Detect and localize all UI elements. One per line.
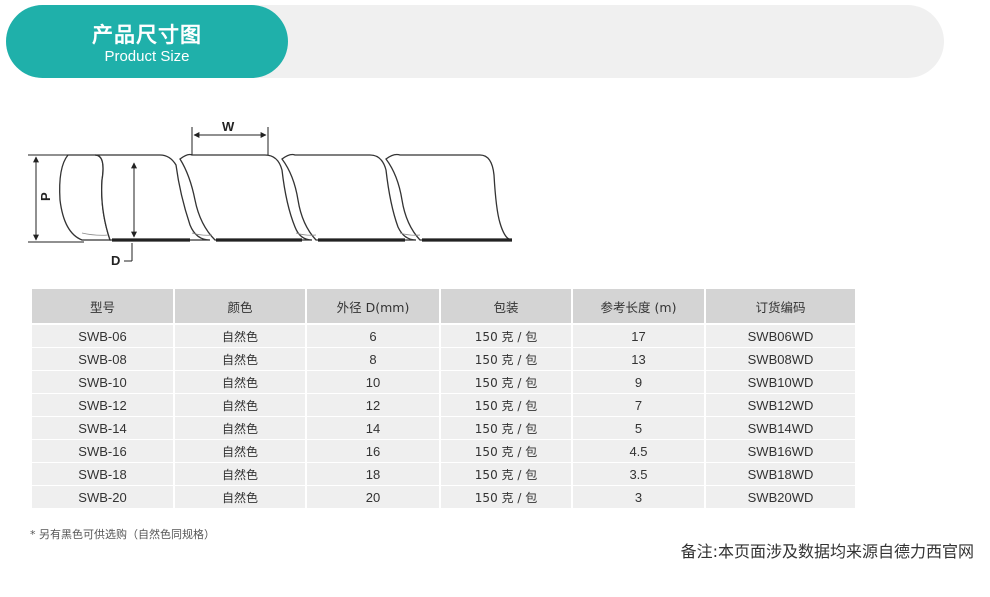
- spiral-coil-shapes: [59, 153, 513, 241]
- table-row: SWB-18 自然色 18 150 克 / 包 3.5 SWB18WD: [32, 463, 855, 486]
- cell-reference-length: 3: [573, 486, 704, 509]
- table-row: SWB-10 自然色 10 150 克 / 包 9 SWB10WD: [32, 371, 855, 394]
- cell-outer-diameter: 12: [307, 394, 439, 417]
- column-header-order-code: 订货编码: [706, 289, 855, 325]
- cell-outer-diameter: 10: [307, 371, 439, 394]
- cell-outer-diameter: 16: [307, 440, 439, 463]
- table-row: SWB-16 自然色 16 150 克 / 包 4.5 SWB16WD: [32, 440, 855, 463]
- cell-color: 自然色: [175, 440, 305, 463]
- cell-outer-diameter: 14: [307, 417, 439, 440]
- cell-reference-length: 4.5: [573, 440, 704, 463]
- cell-reference-length: 3.5: [573, 463, 704, 486]
- cell-packaging: 150 克 / 包: [441, 348, 571, 371]
- cell-packaging: 150 克 / 包: [441, 440, 571, 463]
- cell-order-code: SWB14WD: [706, 417, 855, 440]
- cell-packaging: 150 克 / 包: [441, 325, 571, 348]
- cell-order-code: SWB20WD: [706, 486, 855, 509]
- section-title-en: Product Size: [104, 48, 190, 65]
- cell-color: 自然色: [175, 394, 305, 417]
- cell-model: SWB-18: [32, 463, 173, 486]
- cell-model: SWB-16: [32, 440, 173, 463]
- column-header-color: 颜色: [175, 289, 305, 325]
- cell-packaging: 150 克 / 包: [441, 371, 571, 394]
- cell-reference-length: 13: [573, 348, 704, 371]
- cell-order-code: SWB16WD: [706, 440, 855, 463]
- cell-order-code: SWB10WD: [706, 371, 855, 394]
- column-header-model: 型号: [32, 289, 173, 325]
- cell-order-code: SWB18WD: [706, 463, 855, 486]
- column-header-packaging: 包装: [441, 289, 571, 325]
- cell-model: SWB-12: [32, 394, 173, 417]
- cell-reference-length: 5: [573, 417, 704, 440]
- dimension-d-label: D: [111, 253, 120, 268]
- dimension-p-label: P: [38, 192, 53, 201]
- cell-outer-diameter: 18: [307, 463, 439, 486]
- table-row: SWB-14 自然色 14 150 克 / 包 5 SWB14WD: [32, 417, 855, 440]
- dimension-w: [191, 127, 269, 155]
- cell-order-code: SWB08WD: [706, 348, 855, 371]
- cell-outer-diameter: 20: [307, 486, 439, 509]
- section-title-cn: 产品尺寸图: [92, 23, 202, 47]
- table-row: SWB-06 自然色 6 150 克 / 包 17 SWB06WD: [32, 325, 855, 348]
- cell-reference-length: 7: [573, 394, 704, 417]
- table-row: SWB-20 自然色 20 150 克 / 包 3 SWB20WD: [32, 486, 855, 509]
- section-title-badge: 产品尺寸图 Product Size: [6, 5, 288, 78]
- cell-model: SWB-10: [32, 371, 173, 394]
- cell-reference-length: 17: [573, 325, 704, 348]
- cell-order-code: SWB06WD: [706, 325, 855, 348]
- column-header-outer-diameter: 外径 D(mm): [307, 289, 439, 325]
- cell-reference-length: 9: [573, 371, 704, 394]
- cell-model: SWB-06: [32, 325, 173, 348]
- dimension-d: [124, 243, 133, 262]
- spiral-coil-shading: [81, 232, 421, 236]
- cell-color: 自然色: [175, 348, 305, 371]
- spiral-wrap-diagram: W P D: [28, 119, 513, 268]
- table-header-row: 型号 颜色 外径 D(mm) 包装 参考长度 (m) 订货编码: [32, 289, 855, 325]
- cell-packaging: 150 克 / 包: [441, 486, 571, 509]
- product-spec-table: 型号 颜色 外径 D(mm) 包装 参考长度 (m) 订货编码 SWB-06 自…: [30, 289, 857, 509]
- dimension-p: [28, 154, 137, 243]
- cell-color: 自然色: [175, 325, 305, 348]
- dimension-w-label: W: [222, 119, 235, 134]
- cell-outer-diameter: 8: [307, 348, 439, 371]
- cell-packaging: 150 克 / 包: [441, 417, 571, 440]
- table-row: SWB-08 自然色 8 150 克 / 包 13 SWB08WD: [32, 348, 855, 371]
- cell-outer-diameter: 6: [307, 325, 439, 348]
- cell-color: 自然色: [175, 371, 305, 394]
- cell-color: 自然色: [175, 417, 305, 440]
- cell-color: 自然色: [175, 486, 305, 509]
- cell-model: SWB-20: [32, 486, 173, 509]
- table-row: SWB-12 自然色 12 150 克 / 包 7 SWB12WD: [32, 394, 855, 417]
- footnote: * 另有黑色可供选购（自然色同规格）: [30, 528, 215, 541]
- cell-packaging: 150 克 / 包: [441, 463, 571, 486]
- cell-model: SWB-14: [32, 417, 173, 440]
- column-header-reference-length: 参考长度 (m): [573, 289, 704, 325]
- cell-packaging: 150 克 / 包: [441, 394, 571, 417]
- cell-model: SWB-08: [32, 348, 173, 371]
- cell-color: 自然色: [175, 463, 305, 486]
- cell-order-code: SWB12WD: [706, 394, 855, 417]
- source-remark: 备注:本页面涉及数据均来源自德力西官网: [680, 542, 974, 561]
